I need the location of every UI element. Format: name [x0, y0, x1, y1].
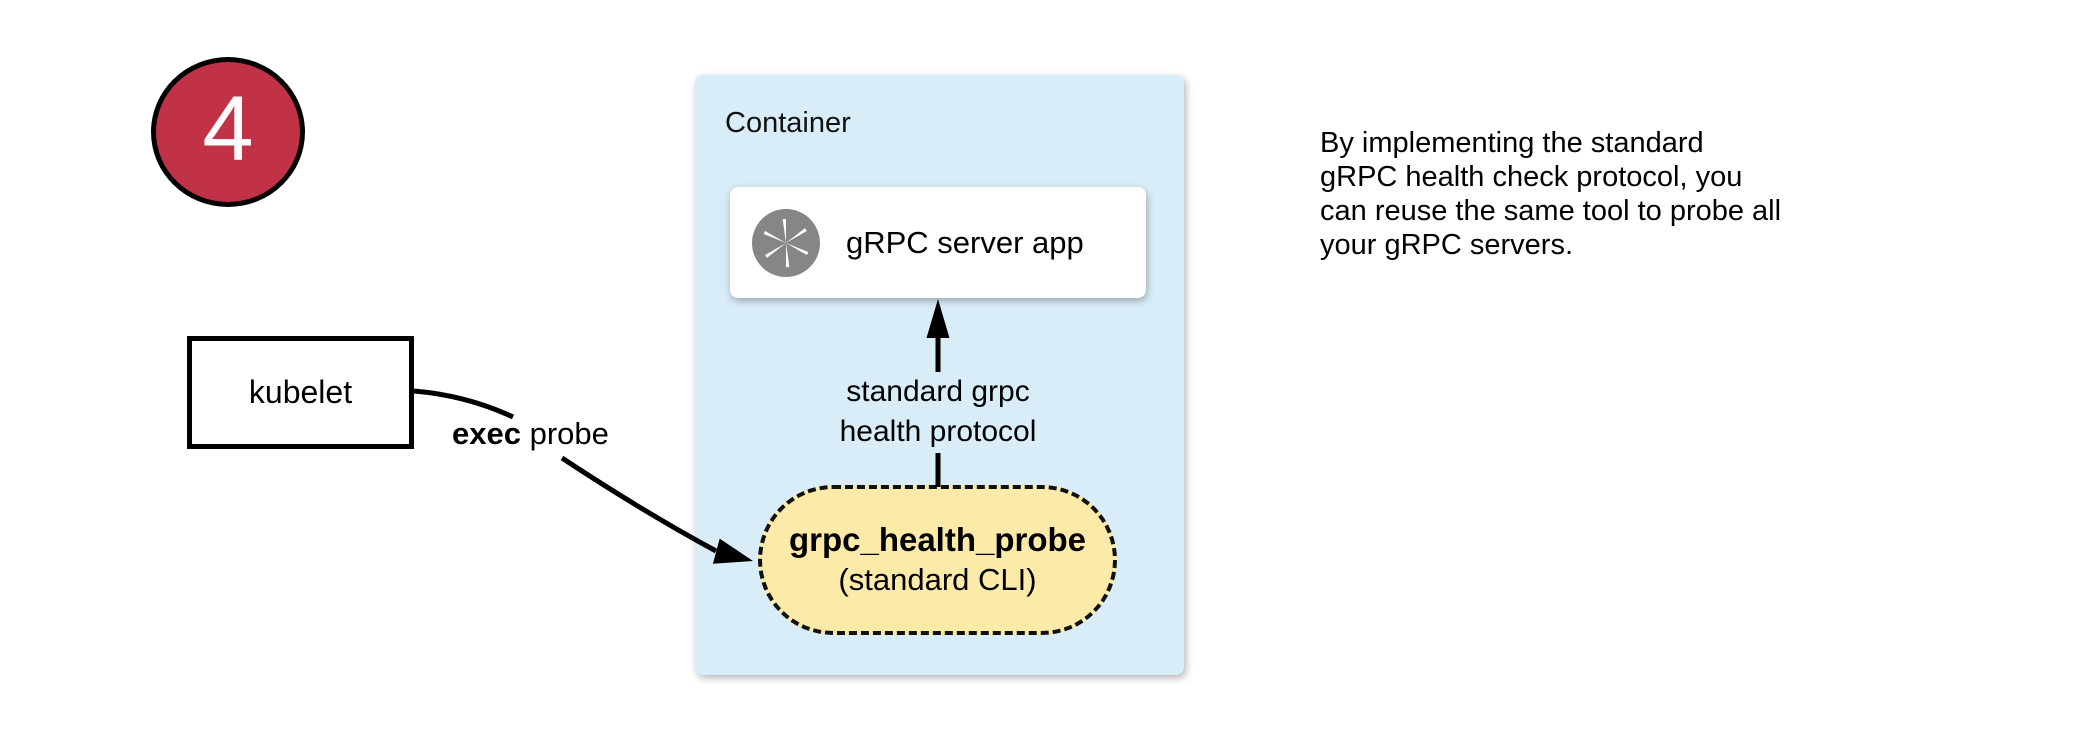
kubelet-box: kubelet [187, 336, 414, 449]
health-protocol-label: standard grpc health protocol [777, 372, 1099, 452]
grpc-health-probe-box: grpc_health_probe (standard CLI) [758, 485, 1117, 635]
step-badge: 4 [151, 57, 305, 207]
note-line: By implementing the standard [1320, 127, 1704, 159]
grpc-server-app-label: gRPC server app [846, 224, 1084, 260]
grpc-health-probe-subtitle: (standard CLI) [838, 562, 1037, 597]
exec-probe-arrow-upper-segment [413, 388, 515, 420]
health-protocol-line1: standard grpc [846, 375, 1030, 408]
note-line: gRPC health check protocol, you [1320, 161, 1743, 193]
health-protocol-line2: health protocol [839, 415, 1037, 448]
note-paragraph: By implementing the standard gRPC health… [1320, 126, 1781, 262]
exec-probe-keyword: exec [452, 416, 521, 451]
exec-probe-rest: probe [520, 416, 609, 451]
note-line: can reuse the same tool to probe all [1320, 195, 1782, 227]
exec-probe-arrow-lower-segment [560, 455, 718, 554]
grpc-health-probe-name: grpc_health_probe [788, 521, 1087, 558]
container-title: Container [725, 107, 851, 139]
grpc-server-app-box: gRPC server app [730, 187, 1146, 298]
step-number: 4 [202, 78, 254, 180]
aperture-icon [752, 208, 820, 277]
kubelet-label: kubelet [248, 374, 353, 410]
exec-probe-label: exec probe [452, 416, 609, 452]
container-box: Container gRPC server app grpc_health_pr… [695, 75, 1184, 675]
note-line: your gRPC servers. [1320, 229, 1574, 261]
